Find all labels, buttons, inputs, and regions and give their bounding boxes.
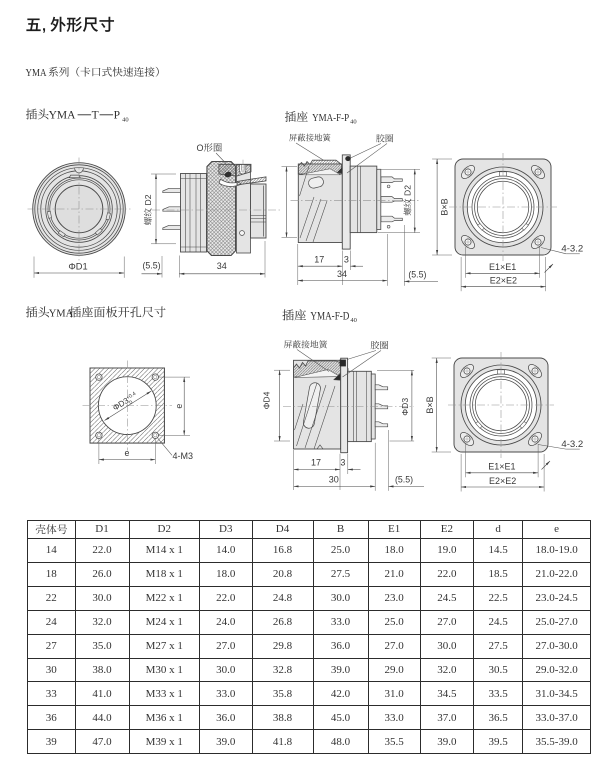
svg-text:YMA-F-D: YMA-F-D bbox=[310, 311, 349, 323]
svg-text:O: O bbox=[197, 143, 204, 153]
svg-text:+0.4: +0.4 bbox=[125, 391, 137, 402]
svg-text:E1×E1: E1×E1 bbox=[489, 262, 516, 272]
svg-text:E1×E1: E1×E1 bbox=[488, 462, 515, 472]
svg-text:3: 3 bbox=[340, 458, 345, 468]
svg-text:4-3.2: 4-3.2 bbox=[561, 244, 583, 255]
svg-text:ΦD4: ΦD4 bbox=[262, 391, 272, 409]
svg-text:4-M3: 4-M3 bbox=[173, 451, 194, 461]
svg-text:34: 34 bbox=[337, 269, 347, 279]
svg-text:e: e bbox=[125, 448, 130, 458]
svg-text:E2×E2: E2×E2 bbox=[489, 476, 516, 486]
svg-text:,: , bbox=[42, 19, 46, 35]
svg-text:(5.5): (5.5) bbox=[408, 270, 426, 280]
svg-text:D2: D2 bbox=[403, 185, 413, 196]
svg-text:ΦD3: ΦD3 bbox=[400, 398, 410, 416]
svg-text:40: 40 bbox=[122, 117, 129, 124]
svg-text:3: 3 bbox=[344, 254, 349, 264]
svg-text:0: 0 bbox=[128, 400, 134, 407]
svg-text:T: T bbox=[92, 110, 99, 122]
svg-text:B×B: B×B bbox=[440, 198, 450, 215]
svg-text:YMA: YMA bbox=[49, 110, 77, 122]
svg-text:(5.5): (5.5) bbox=[395, 474, 413, 484]
svg-text:B×B: B×B bbox=[425, 396, 435, 413]
svg-text:17: 17 bbox=[314, 254, 324, 264]
svg-text:YMA: YMA bbox=[49, 309, 74, 320]
svg-text:(5.5): (5.5) bbox=[142, 260, 160, 270]
svg-text:4-3.2: 4-3.2 bbox=[561, 439, 583, 450]
svg-text:E2×E2: E2×E2 bbox=[490, 276, 517, 286]
svg-text:ΦD1: ΦD1 bbox=[68, 261, 87, 271]
svg-text:P: P bbox=[114, 110, 120, 122]
svg-text:D2: D2 bbox=[143, 194, 153, 205]
svg-text:e: e bbox=[174, 404, 184, 409]
svg-text:30: 30 bbox=[329, 475, 339, 485]
svg-text:34: 34 bbox=[217, 261, 227, 271]
svg-text:40: 40 bbox=[350, 317, 357, 324]
svg-text:YMA: YMA bbox=[26, 67, 47, 79]
svg-text:YMA-F-P: YMA-F-P bbox=[312, 112, 349, 124]
svg-text:40: 40 bbox=[350, 119, 357, 126]
svg-text:17: 17 bbox=[311, 458, 321, 468]
